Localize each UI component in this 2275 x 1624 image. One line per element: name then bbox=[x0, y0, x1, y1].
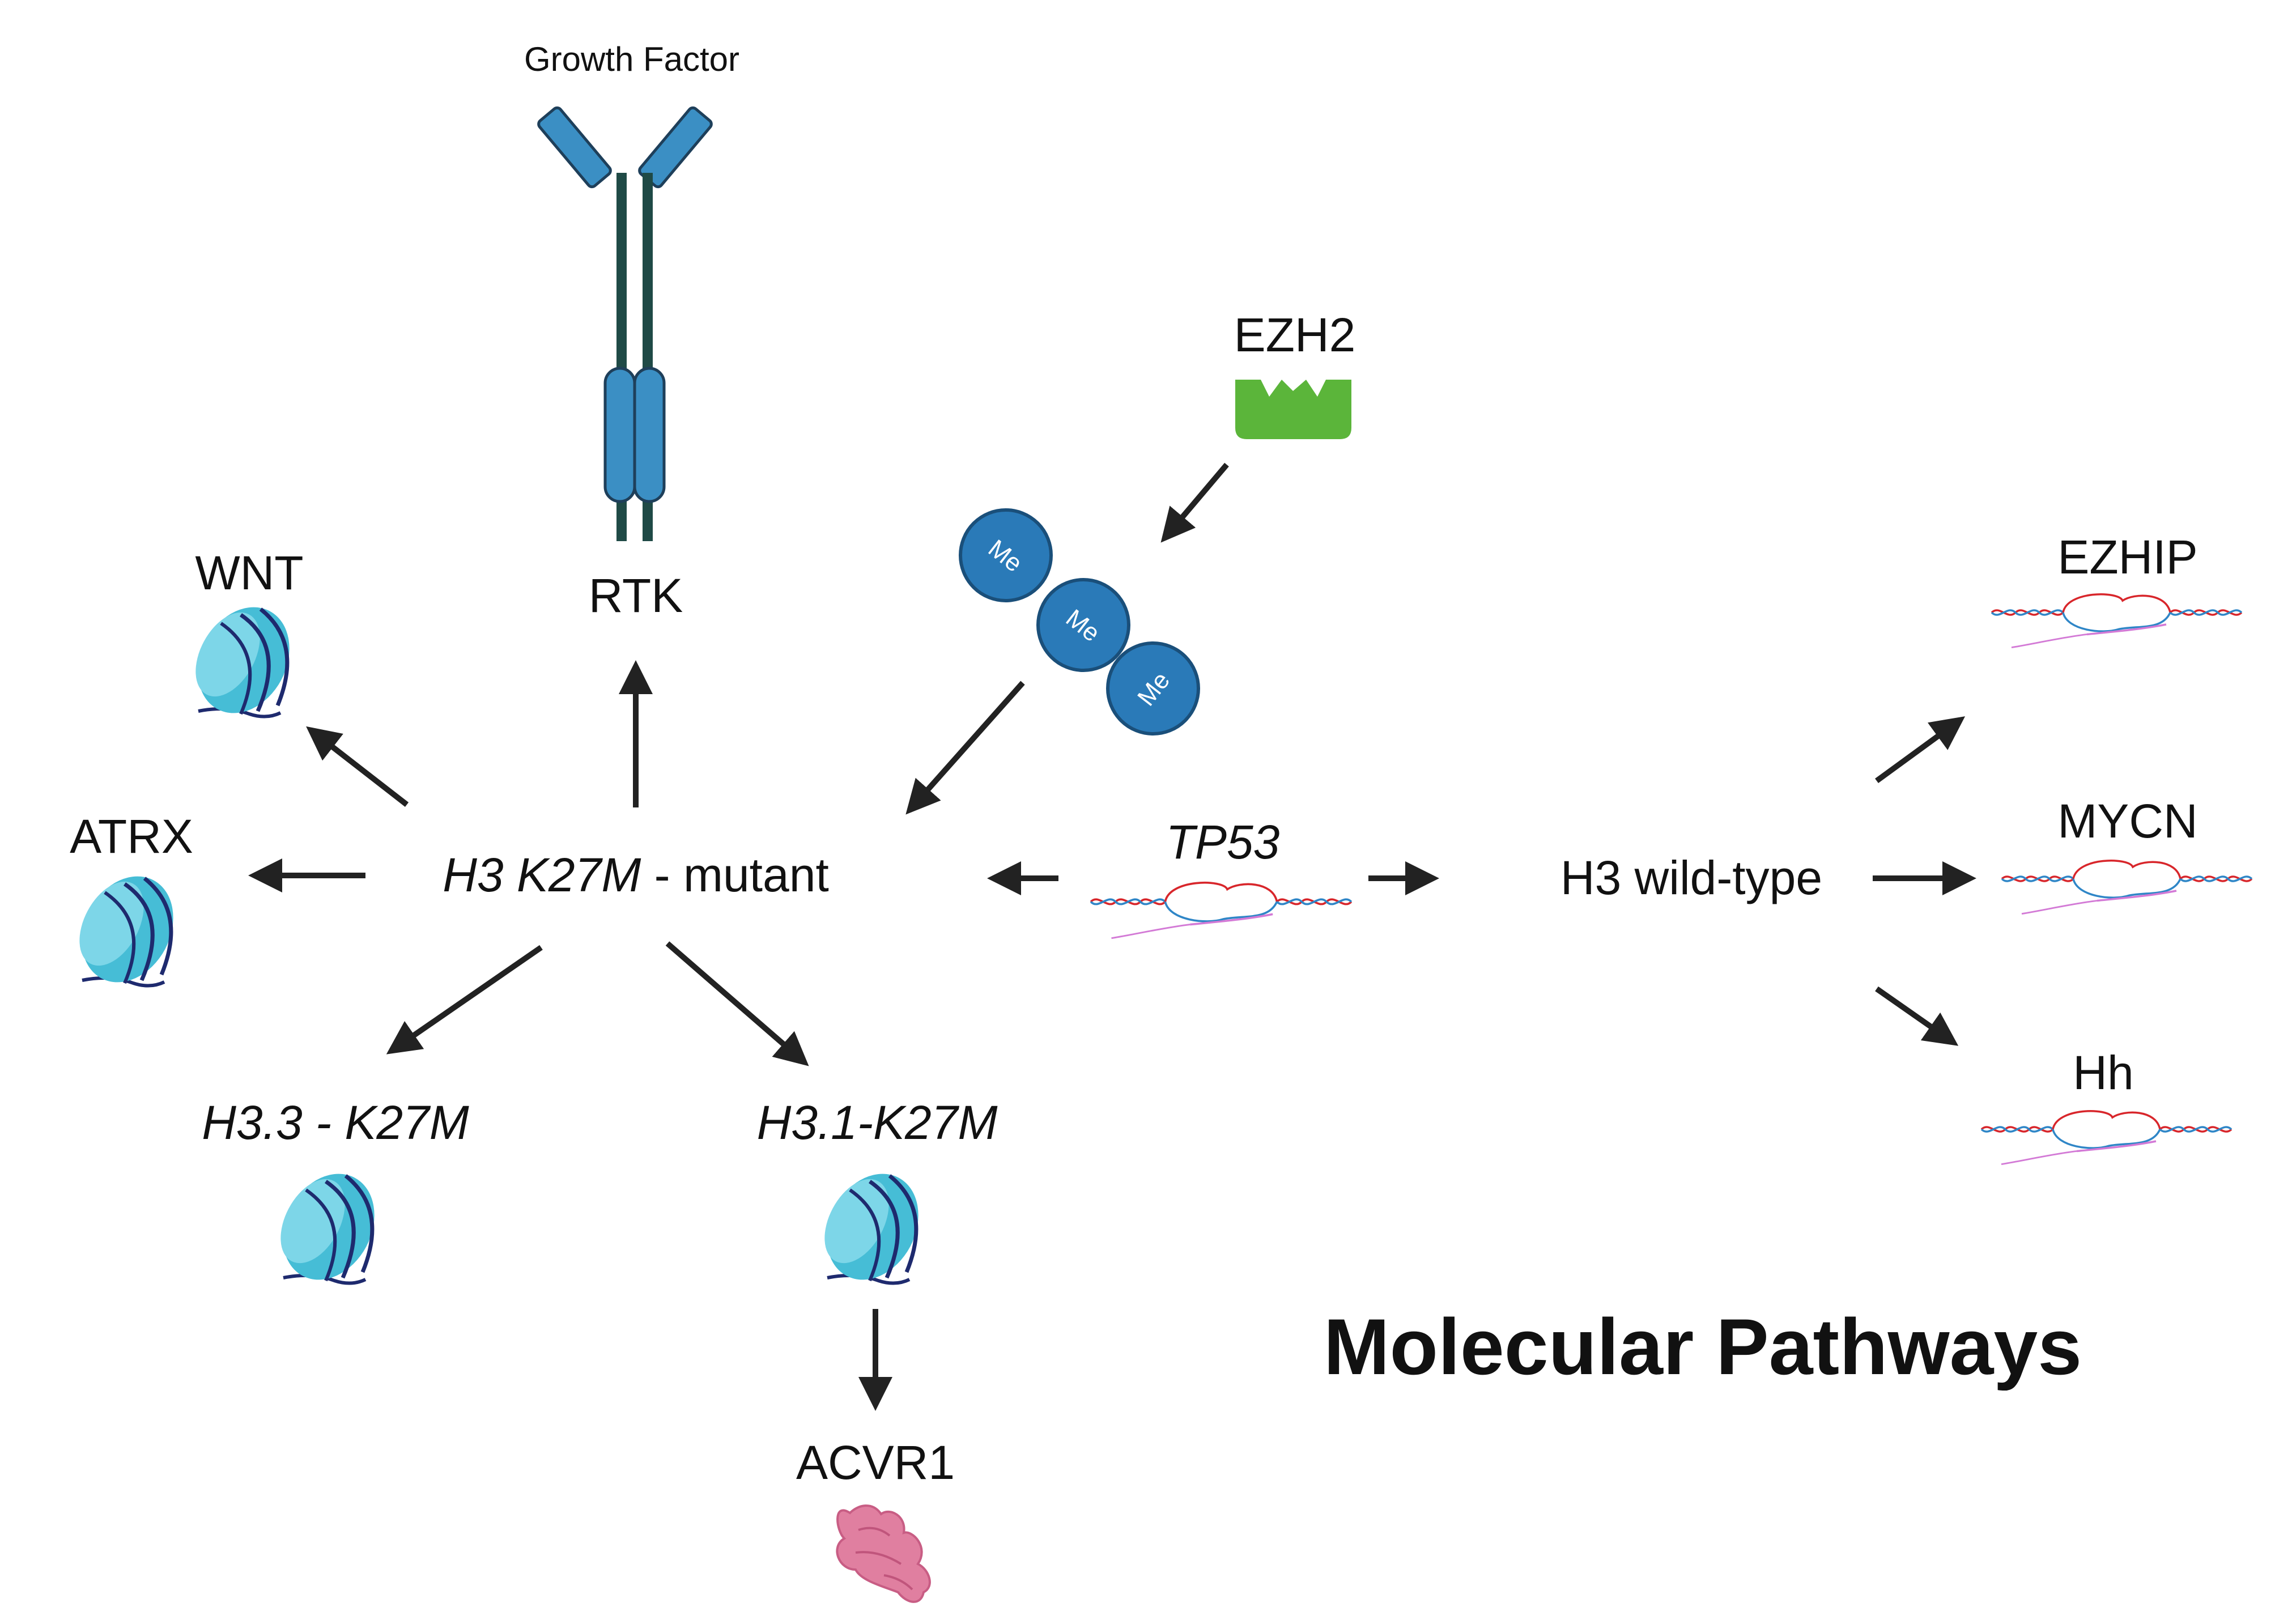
growth-factor-label: Growth Factor bbox=[524, 40, 739, 78]
acvr1-label: ACVR1 bbox=[796, 1436, 955, 1489]
diagram-title: Molecular Pathways bbox=[1324, 1302, 2082, 1391]
arrow-ezh2-to-me bbox=[1160, 462, 1229, 543]
tp53-dna-icon bbox=[1090, 881, 1353, 939]
methyl-circle-icon: Me bbox=[959, 508, 1053, 602]
atrx-label: ATRX bbox=[70, 810, 193, 863]
ezh2-label: EZH2 bbox=[1234, 308, 1356, 362]
wnt-nucleosome-icon bbox=[180, 591, 307, 729]
ezhip-dna-icon bbox=[1991, 593, 2243, 649]
h33-k27m-label: H3.3 - K27M bbox=[202, 1096, 469, 1149]
hh-dna-icon bbox=[1980, 1109, 2233, 1166]
wnt-label: WNT bbox=[195, 546, 303, 600]
h3-k27m-gene: H3 K27M bbox=[443, 848, 641, 902]
hh-label: Hh bbox=[2073, 1046, 2133, 1099]
arrow-me-to-h3k27m bbox=[905, 681, 1025, 815]
mycn-label: MYCN bbox=[2057, 794, 2197, 848]
ezh2-enzyme-icon bbox=[1235, 380, 1351, 439]
arrow-to-ezhip bbox=[1875, 716, 1966, 784]
arrow-to-hh bbox=[1875, 986, 1959, 1046]
h31-k27m-label: H3.1-K27M bbox=[757, 1096, 998, 1149]
atrx-nucleosome-icon bbox=[64, 860, 191, 998]
arrows bbox=[248, 462, 1976, 1411]
arrow-to-wnt bbox=[306, 726, 409, 807]
rtk-label: RTK bbox=[589, 569, 683, 622]
h31-nucleosome-icon bbox=[809, 1158, 936, 1295]
arrow-to-h31 bbox=[665, 941, 809, 1066]
h3-wildtype-label: H3 wild-type bbox=[1560, 851, 1822, 904]
h33-nucleosome-icon bbox=[265, 1158, 392, 1295]
mutant-suffix: - mutant bbox=[641, 848, 828, 902]
ezhip-label: EZHIP bbox=[2057, 530, 2197, 584]
rtk-receptor-icon bbox=[537, 106, 713, 541]
acvr1-protein-icon bbox=[836, 1504, 931, 1603]
methyl-groups: Me Me Me bbox=[959, 508, 1200, 736]
mycn-dna-icon bbox=[2001, 859, 2253, 915]
methyl-circle-icon: Me bbox=[1106, 641, 1200, 736]
arrow-to-h33 bbox=[386, 945, 543, 1055]
h3-k27m-mutant-label: H3 K27M - mutant bbox=[443, 848, 829, 902]
tp53-label: TP53 bbox=[1166, 815, 1280, 869]
methyl-circle-icon: Me bbox=[1036, 578, 1130, 672]
